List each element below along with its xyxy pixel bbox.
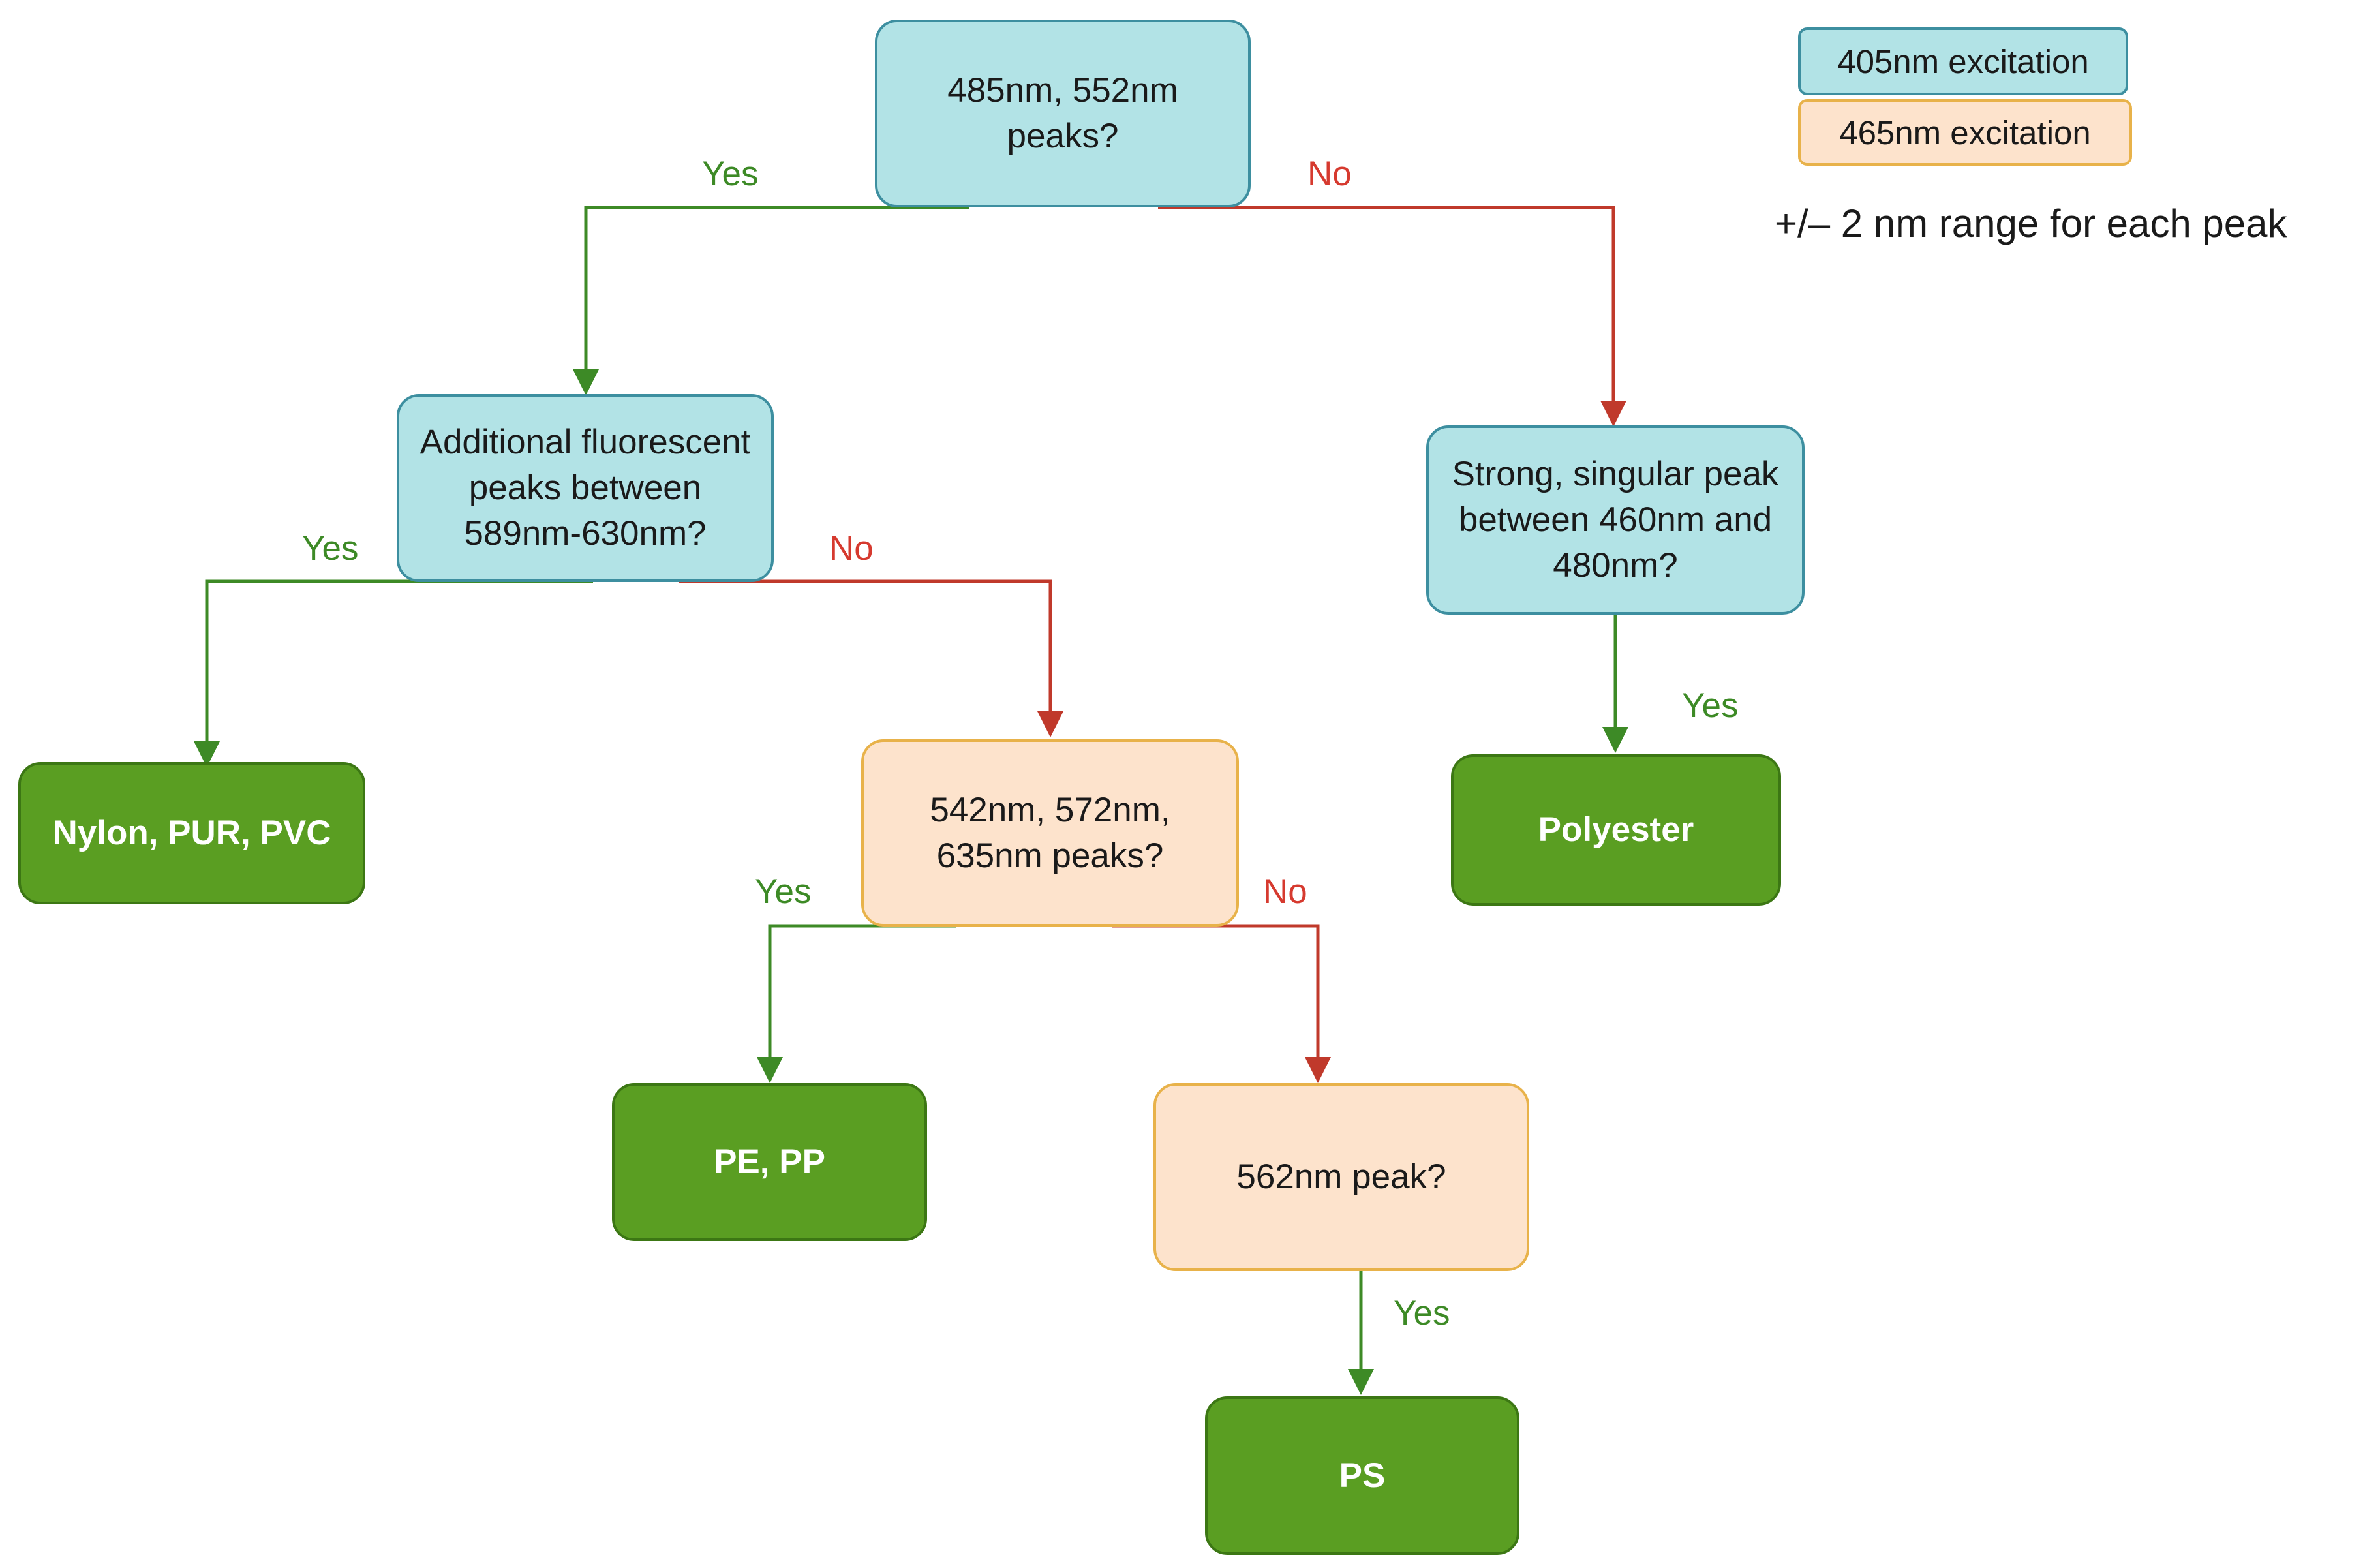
edge-line bbox=[679, 579, 1052, 720]
edge-label-q5-yes: Yes bbox=[1394, 1294, 1450, 1332]
edge-q4-yes bbox=[757, 924, 956, 1083]
edge-line bbox=[584, 206, 969, 378]
decision-node-singular-peak: Strong, singular peak between 460nm and … bbox=[1426, 425, 1805, 615]
node-text-line: peaks? bbox=[1007, 117, 1119, 155]
edge-label-q2-no: No bbox=[829, 529, 874, 568]
edge-label-q3-yes: Yes bbox=[1682, 686, 1739, 725]
arrow-head bbox=[1037, 711, 1063, 737]
edge-q1-no bbox=[1158, 206, 1626, 427]
legend-note: +/– 2 nm range for each peak bbox=[1775, 202, 2287, 245]
edge-label-q1-yes: Yes bbox=[702, 155, 759, 193]
edge-label-q4-yes: Yes bbox=[755, 872, 812, 911]
node-text-line: 562nm peak? bbox=[1236, 1158, 1446, 1197]
legend-item-405nm: 405nm excitation bbox=[1798, 27, 2128, 95]
edge-label-q2-yes: Yes bbox=[302, 529, 359, 568]
edge-line bbox=[205, 579, 593, 750]
edge-line bbox=[768, 924, 956, 1066]
node-text: Nylon, PUR, PVC bbox=[52, 814, 331, 853]
node-text: Strong, singular peak between 460nm and … bbox=[1452, 452, 1779, 589]
edge-q1-yes bbox=[573, 206, 969, 395]
arrow-head bbox=[757, 1057, 783, 1083]
edge-q3-yes bbox=[1602, 615, 1628, 753]
edge-q2-no bbox=[679, 579, 1063, 737]
arrow-head bbox=[1600, 401, 1626, 427]
node-text-line: 635nm peaks? bbox=[936, 836, 1164, 875]
node-text-line: between 460nm and bbox=[1458, 500, 1773, 540]
node-text-line: 485nm, 552nm bbox=[947, 71, 1178, 110]
edge-q5-yes bbox=[1348, 1270, 1374, 1395]
decision-node-542-572-635-peaks: 542nm, 572nm, 635nm peaks? bbox=[861, 739, 1239, 927]
result-node-nylon-pur-pvc: Nylon, PUR, PVC bbox=[18, 762, 365, 904]
node-text: Additional fluorescent peaks between 589… bbox=[420, 420, 751, 557]
arrow-head bbox=[194, 741, 220, 767]
decision-node-additional-peaks: Additional fluorescent peaks between 589… bbox=[397, 394, 774, 582]
node-text-line: 480nm? bbox=[1553, 545, 1678, 585]
node-text-line: peaks between bbox=[468, 468, 702, 508]
arrow-head bbox=[1305, 1057, 1331, 1083]
node-text: 485nm, 552nm peaks? bbox=[947, 68, 1178, 159]
legend-item-465nm: 465nm excitation bbox=[1798, 99, 2132, 166]
node-text-line: 542nm, 572nm, bbox=[930, 790, 1170, 829]
node-text: Polyester bbox=[1538, 810, 1694, 850]
edge-q2-yes bbox=[194, 579, 593, 767]
node-text-line: 589nm-630nm? bbox=[464, 514, 707, 553]
decision-node-562-peak: 562nm peak? bbox=[1153, 1083, 1529, 1271]
decision-node-485-552-peaks: 485nm, 552nm peaks? bbox=[875, 20, 1251, 207]
edge-q4-no bbox=[1112, 924, 1331, 1083]
node-text-line: Strong, singular peak bbox=[1452, 455, 1779, 494]
node-text-line: Additional fluorescent bbox=[420, 423, 751, 462]
node-text: 562nm peak? bbox=[1236, 1154, 1446, 1200]
edge-label-q1-no: No bbox=[1307, 155, 1352, 193]
arrow-head bbox=[573, 369, 599, 395]
node-text: PS bbox=[1339, 1456, 1386, 1495]
result-node-pe-pp: PE, PP bbox=[612, 1083, 927, 1241]
legend-item-label: 405nm excitation bbox=[1837, 42, 2089, 80]
result-node-ps: PS bbox=[1205, 1396, 1519, 1555]
edge-line bbox=[1112, 924, 1320, 1066]
edge-label-q4-no: No bbox=[1263, 872, 1307, 911]
result-node-polyester: Polyester bbox=[1451, 754, 1781, 906]
edge-line bbox=[1158, 206, 1615, 410]
node-text: PE, PP bbox=[714, 1143, 825, 1182]
arrow-head bbox=[1602, 727, 1628, 753]
arrow-head bbox=[1348, 1369, 1374, 1395]
node-text: 542nm, 572nm, 635nm peaks? bbox=[930, 788, 1170, 879]
legend-item-label: 465nm excitation bbox=[1839, 114, 2091, 151]
